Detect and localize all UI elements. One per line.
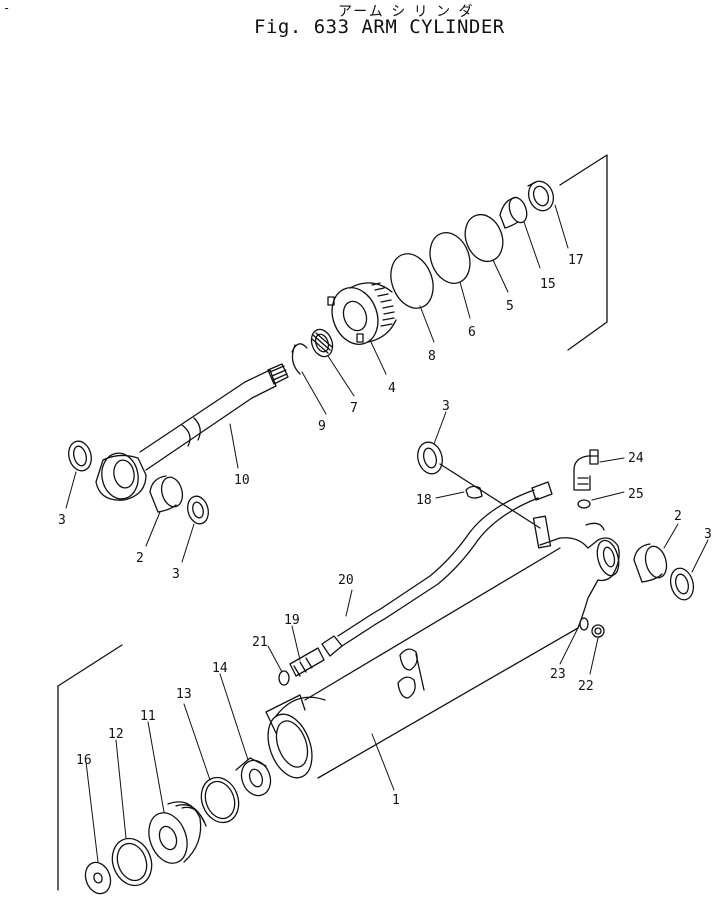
title-japanese: アーム シ リ ン ダ xyxy=(338,4,475,20)
part-12-piston-rod xyxy=(95,363,289,501)
figure-title: Fig. 633 ARM CYLINDER xyxy=(254,16,505,38)
callout-labels: 4 17 15 5 6 8 7 9 10 3 2 3 3 18 24 25 2 … xyxy=(58,253,712,808)
part-2-bushing-rod xyxy=(149,475,184,513)
callout-label: 10 xyxy=(234,473,250,488)
part-8-bearing xyxy=(310,328,334,358)
callout-label: 8 xyxy=(428,349,436,364)
callout-label: 1 xyxy=(392,793,400,808)
callout-label: 14 xyxy=(212,661,228,676)
part-3-seal-bottom-right xyxy=(669,567,695,601)
callout-label: 3 xyxy=(442,399,450,414)
part-3-seal-rod-right xyxy=(187,495,209,525)
lower-group-bracket xyxy=(57,644,123,891)
part-25-o-ring xyxy=(577,499,591,509)
callout-label: 19 xyxy=(284,613,300,628)
part-3-seal-boss-top xyxy=(417,441,541,529)
callout-label: 3 xyxy=(704,527,712,542)
part-17-washer xyxy=(84,861,112,895)
part-24-elbow xyxy=(573,449,599,491)
part-5-o-ring xyxy=(464,213,504,263)
part-14-seal xyxy=(111,837,153,887)
callout-label: 2 xyxy=(136,551,144,566)
part-11-o-ring xyxy=(390,253,434,309)
upper-group-bracket xyxy=(559,154,608,351)
part-21-clamp xyxy=(465,485,483,499)
part-9-seal xyxy=(527,180,555,212)
callout-label: 6 xyxy=(468,325,476,340)
part-18-adapter xyxy=(289,635,343,677)
leader-lines xyxy=(65,204,709,863)
callout-label: 16 xyxy=(76,753,92,768)
callout-label: 3 xyxy=(172,567,180,582)
part-16-nut xyxy=(235,757,272,797)
callout-label: 20 xyxy=(338,573,354,588)
callout-label: 11 xyxy=(140,709,156,724)
callout-label: 21 xyxy=(252,635,268,650)
callout-label: 15 xyxy=(540,277,556,292)
callout-label: 9 xyxy=(318,419,326,434)
part-22-nut xyxy=(591,624,605,638)
part-7-bushing xyxy=(499,196,528,229)
callout-label: 23 xyxy=(550,667,566,682)
part-2-bushing-bottom xyxy=(633,543,668,583)
callout-label: 18 xyxy=(416,493,432,508)
part-19-o-ring xyxy=(278,670,290,686)
part-4-gland xyxy=(327,282,397,345)
part-15-ring xyxy=(200,776,240,824)
part-3-seal-rod-left xyxy=(68,440,92,472)
part-1-cylinder-tube xyxy=(265,515,620,779)
part-6-backup-ring xyxy=(429,232,471,284)
part-23-washer xyxy=(579,617,589,631)
callout-label: 4 xyxy=(388,381,396,396)
callout-label: 2 xyxy=(674,509,682,524)
part-10-snap-ring xyxy=(291,343,308,375)
callout-label: 7 xyxy=(350,401,358,416)
callout-label: 12 xyxy=(108,727,124,742)
callout-label: 5 xyxy=(506,299,514,314)
part-20-tube xyxy=(337,481,553,647)
callout-label: 3 xyxy=(58,513,66,528)
callout-label: 13 xyxy=(176,687,192,702)
callout-label: 17 xyxy=(568,253,584,268)
corner-mark: - xyxy=(3,1,11,15)
part-13-piston xyxy=(148,801,207,864)
callout-label: 24 xyxy=(628,451,644,466)
callout-label: 22 xyxy=(578,679,594,694)
callout-label: 25 xyxy=(628,487,644,502)
